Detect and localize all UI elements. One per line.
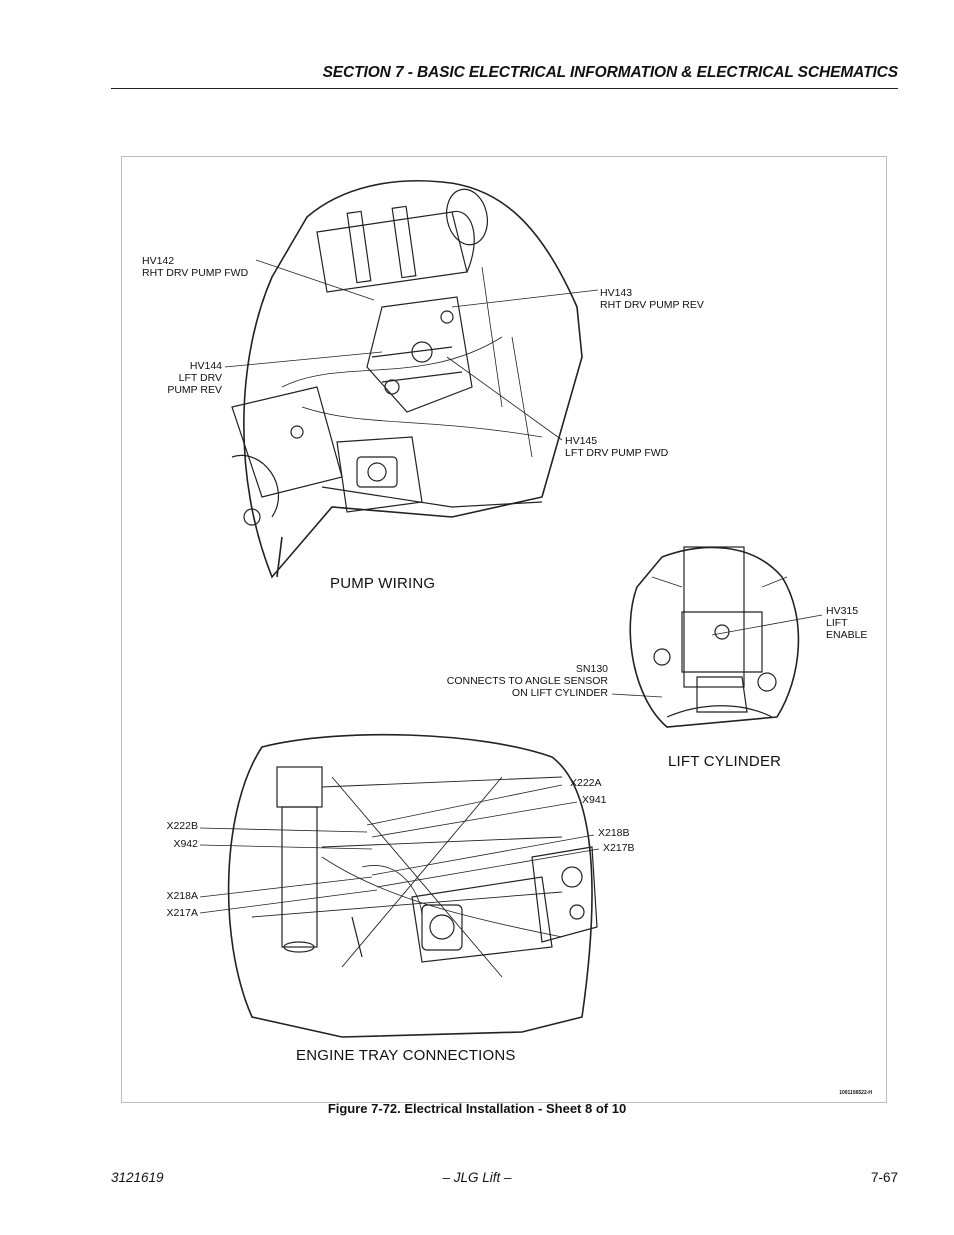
label-x218a: X218A bbox=[166, 890, 198, 902]
figure-illustration bbox=[199, 179, 823, 1038]
header-rule bbox=[111, 88, 898, 89]
footer-page-number: 7-67 bbox=[870, 1170, 898, 1185]
lift-cylinder-title: LIFT CYLINDER bbox=[668, 753, 782, 770]
section-title: SECTION 7 - BASIC ELECTRICAL INFORMATION… bbox=[322, 64, 899, 81]
label-x222b: X222B bbox=[166, 820, 198, 832]
pump-wiring-drawing bbox=[224, 179, 599, 579]
engine-tray-title: ENGINE TRAY CONNECTIONS bbox=[296, 1047, 516, 1064]
label-hv144: HV144 LFT DRV PUMP REV bbox=[167, 360, 222, 396]
label-x217a: X217A bbox=[166, 907, 198, 919]
label-hv315: HV315 LIFT ENABLE bbox=[826, 605, 868, 641]
label-sn130: SN130 CONNECTS TO ANGLE SENSOR ON LIFT C… bbox=[446, 663, 608, 699]
label-x941: X941 bbox=[582, 794, 607, 806]
label-x218b: X218B bbox=[598, 827, 630, 839]
label-x942: X942 bbox=[173, 838, 198, 850]
label-hv145: HV145 LFT DRV PUMP FWD bbox=[565, 435, 669, 459]
label-x222a: X222A bbox=[570, 777, 602, 789]
footer-brand: – JLG Lift – bbox=[442, 1170, 512, 1185]
figure-frame: HV142 RHT DRV PUMP FWD HV143 RHT DRV PUM… bbox=[121, 156, 887, 1103]
label-hv143: HV143 RHT DRV PUMP REV bbox=[600, 287, 704, 311]
pump-wiring-title: PUMP WIRING bbox=[330, 575, 436, 592]
label-hv142: HV142 RHT DRV PUMP FWD bbox=[142, 255, 249, 279]
lift-cylinder-drawing bbox=[611, 546, 823, 728]
footer-doc-number: 3121619 bbox=[111, 1170, 164, 1185]
figure-id: 1001156522-H bbox=[839, 1090, 872, 1096]
label-x217b: X217B bbox=[603, 842, 635, 854]
engine-tray-drawing bbox=[199, 733, 600, 1038]
figure-caption: Figure 7-72. Electrical Installation - S… bbox=[327, 1101, 627, 1116]
